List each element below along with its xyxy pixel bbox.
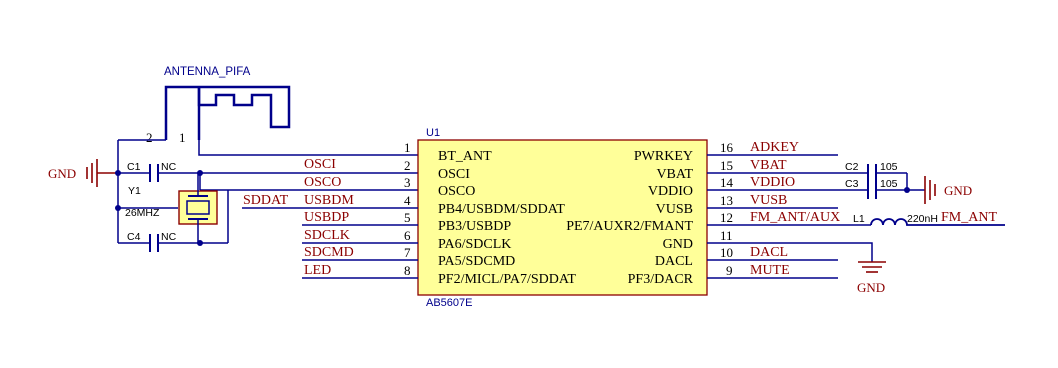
antenna-label: ANTENNA_PIFA xyxy=(164,66,251,78)
u1-pin-name: BT_ANT xyxy=(438,149,492,164)
l1-ref: L1 xyxy=(853,213,865,225)
c3-value: 105 xyxy=(880,178,898,190)
u1-right-pin-names: PWRKEY VBAT VDDIO VUSB PE7/AUXR2/FMANT G… xyxy=(566,149,693,287)
net-label-led: LED xyxy=(304,263,331,278)
u1-pin-number: 16 xyxy=(720,140,734,155)
net-label-usbdp: USBDP xyxy=(304,210,349,225)
u1-left-pin-names: BT_ANT OSCI OSCO PB4/USBDM/SDDAT PB3/USB… xyxy=(438,149,576,287)
c1-value: NC xyxy=(161,161,177,173)
antenna-pin2-number: 2 xyxy=(146,130,153,145)
net-label-sdclk: SDCLK xyxy=(304,228,350,243)
c3-capacitor xyxy=(867,181,877,199)
u1-left-net-wires xyxy=(242,207,418,279)
net-label-fm-ant-aux: FM_ANT/AUX xyxy=(750,210,840,225)
c4-value: NC xyxy=(161,231,177,243)
u1-pin-name: OSCI xyxy=(438,167,470,182)
c2-value: 105 xyxy=(880,161,898,173)
c1-ref: C1 xyxy=(127,161,141,173)
y1-ref: Y1 xyxy=(128,185,141,197)
u1-pin-name: PWRKEY xyxy=(634,149,693,164)
c2-ref: C2 xyxy=(845,161,859,173)
y1-value: 26MHZ xyxy=(125,207,160,219)
u1-right-net-wires xyxy=(707,154,873,279)
bottom-gnd-symbol xyxy=(858,261,886,273)
u1-pin-name: PE7/AUXR2/FMANT xyxy=(566,219,693,234)
u1-pin-name: DACL xyxy=(655,254,693,269)
bottom-gnd-label: GND xyxy=(857,280,885,295)
u1-pin-name: OSCO xyxy=(438,184,475,199)
c2-capacitor xyxy=(867,164,877,182)
c1-capacitor xyxy=(149,164,159,182)
left-junctions xyxy=(115,170,203,246)
u1-pin-name: PB4/USBDM/SDDAT xyxy=(438,202,565,217)
u1-pin-number: 7 xyxy=(404,245,411,260)
u1-pin-name: PF2/MICL/PA7/SDDAT xyxy=(438,272,576,287)
net-label-sdcmd: SDCMD xyxy=(304,245,354,260)
c3-ref: C3 xyxy=(845,178,859,190)
u1-right-pin-numbers: 16 15 14 13 12 11 10 9 xyxy=(720,140,734,278)
u1-pin-name: VDDIO xyxy=(648,184,693,199)
c4-ref: C4 xyxy=(127,231,141,243)
net-label-vddio: VDDIO xyxy=(750,175,795,190)
net-label-sddat: SDDAT xyxy=(243,193,289,208)
net-label-osci: OSCI xyxy=(304,157,336,172)
u1-pin-name: VBAT xyxy=(656,167,693,182)
u1-pin-number: 12 xyxy=(720,210,733,225)
u1-left-pin-numbers: 1 2 3 4 5 6 7 8 xyxy=(404,140,411,278)
u1-pin-name: GND xyxy=(663,237,693,252)
u1-pin-number: 15 xyxy=(720,158,733,173)
y1-crystal xyxy=(178,173,218,243)
u1-pin-name: PA6/SDCLK xyxy=(438,237,511,252)
left-gnd-symbol xyxy=(86,159,118,187)
net-label-dacl: DACL xyxy=(750,245,788,260)
u1-pin-number: 14 xyxy=(720,175,734,190)
l1-inductor xyxy=(870,218,1005,226)
antenna-symbol xyxy=(164,85,291,140)
u1-pin-number: 4 xyxy=(404,193,411,208)
net-label-fm-ant: FM_ANT xyxy=(941,210,997,225)
u1-pin-number: 9 xyxy=(726,263,733,278)
antenna-pin1-number: 1 xyxy=(179,130,186,145)
net-label-usbdm: USBDM xyxy=(304,193,354,208)
u1-pin-number: 5 xyxy=(404,210,411,225)
right-gnd-label: GND xyxy=(944,183,972,198)
u1-pin-number: 3 xyxy=(404,175,411,190)
u1-pin-number: 13 xyxy=(720,193,733,208)
u1-pin-number: 11 xyxy=(720,228,733,243)
u1-left-net-labels: OSCI OSCO SDDAT USBDM USBDP SDCLK SDCMD … xyxy=(243,157,354,278)
u1-part: AB5607E xyxy=(426,297,472,309)
u1-pin-name: VUSB xyxy=(656,202,693,217)
net-label-osco: OSCO xyxy=(304,175,341,190)
u1-ref: U1 xyxy=(426,127,440,139)
net-label-vusb: VUSB xyxy=(750,193,787,208)
u1-pin-number: 6 xyxy=(404,228,411,243)
u1-right-net-labels: ADKEY VBAT VDDIO VUSB FM_ANT/AUX DACL MU… xyxy=(750,140,840,278)
l1-value: 220nH xyxy=(907,213,938,225)
antenna-wires xyxy=(118,139,418,156)
u1-pin-number: 1 xyxy=(404,140,411,155)
net-label-adkey: ADKEY xyxy=(750,140,799,155)
net-label-mute: MUTE xyxy=(750,263,790,278)
u1-body xyxy=(417,139,708,296)
u1-pin-name: PA5/SDCMD xyxy=(438,254,515,269)
cap-gnd-junction xyxy=(904,187,910,193)
u1-pin-name: PF3/DACR xyxy=(628,272,694,287)
u1-pin-number: 8 xyxy=(404,263,411,278)
net-label-vbat: VBAT xyxy=(750,158,787,173)
u1-pin-name: PB3/USBDP xyxy=(438,219,511,234)
u1-pin-number: 2 xyxy=(404,158,411,173)
right-gnd-symbol xyxy=(924,176,936,204)
c4-capacitor xyxy=(149,234,159,252)
u1-pin-number: 10 xyxy=(720,245,733,260)
left-gnd-label: GND xyxy=(48,166,76,181)
